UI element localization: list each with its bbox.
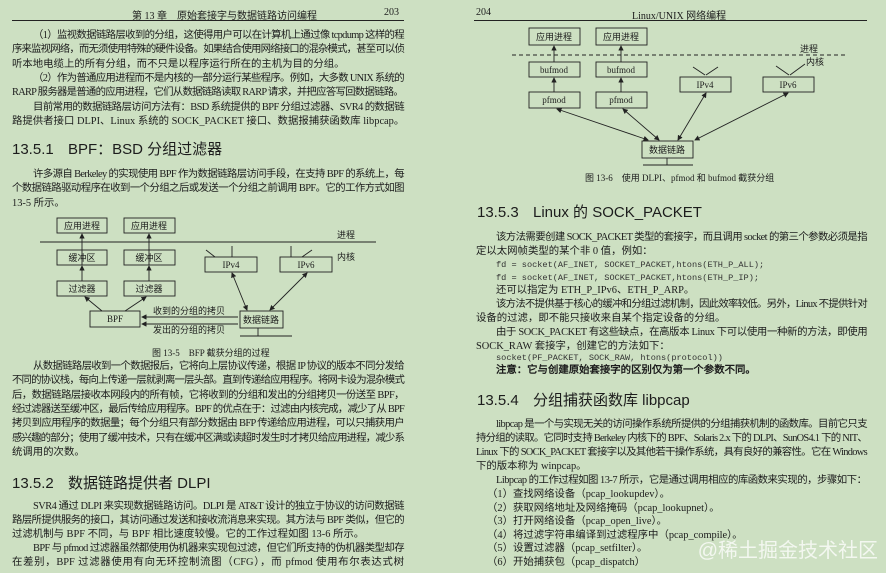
label: 数据链路 [243,314,279,325]
label: pfmod [542,95,566,105]
text-line: 定以太网帧类型的某个非 0 值，例如： [476,246,653,257]
step-item: （3）打开网络设备（pcap_open_live）。 [487,516,668,528]
text-line: 持分组的读取。它同时支持 Berkeley 内核下的 BPF、Solaris 2… [476,433,868,444]
text-line: （1）监视数据链路层收到的分组，这使得用户可以在计算机上通过像 tcpdump … [33,30,405,41]
figure-13-6: 应用进程 应用进程 进程 内核 bufmod bufmod pfmod pfmo… [512,27,848,166]
text-line: 拷贝到应用程序的数据量；每个分组只有部分数据由 BFP 传递给应用进程，可以只捕… [12,418,405,430]
text-line: BPF 与 pfmod 过滤器虽然都使用伪机器来实现包过滤，但它们所支持的伪机器… [33,543,405,554]
page-number: 204 [476,7,491,18]
right-page: 204 Linux/UNIX 网络编程 应用进程 应用进程 进程 内核 bufm… [443,0,886,573]
ipv4-box [204,256,258,273]
text-line: libpcap 是一个与实现无关的访问操作系统所提供的分组捕获机制的函数库。目前… [496,419,868,430]
label: pfmod [609,95,633,105]
text-line: （2）作为普通应用进程而不是内核的一部分运行某些程序。例如，大多数 UNIX 系… [33,72,405,84]
text-line: SVR4 通过 DLPI 来实现数据链路访问。DLPI 是 AT&T 设计的独立… [33,501,405,512]
text-line: Linux 下的 SOCK_PACKET 套接字以及其他若干操作系统，具有良好的… [476,447,868,458]
label: 进程 [800,44,818,54]
ipv6-box [279,256,333,273]
label: 收到的分组的拷贝 [153,305,225,316]
text-line: Libpcap 的工作过程如图 13-7 所示，它是通过调用相应的库函数来实现的… [496,475,867,486]
label: 应用进程 [64,220,100,231]
watermark: @稀土掘金技术社区 [697,540,878,562]
text-line: 下的版本称为 winpcap。 [476,461,587,472]
header-rule [12,20,404,21]
text-line: 目前常用的数据链路层访问方法有：BSD 系统提供的 BPF 分组过滤器、SVR4… [33,101,405,113]
label: IPv4 [696,80,714,90]
code-line: fd = socket(AF_INET, SOCKET_PACKET,htons… [496,260,765,270]
label: 内核 [337,251,355,262]
label: IPv6 [297,260,315,270]
note: 注意：它与创建原始套接字的区别仅为第一个参数不同。 [496,365,756,376]
text-line: 感兴趣的部分；使用了缓冲技术，只有在缓冲区满或读超时发生时才拷贝给应用进程，减少… [12,432,405,444]
figure-13-5: 应用进程 应用进程 进程 内核 缓冲区 缓冲区 过滤器 过滤器 IPv4 IPv… [40,217,376,337]
label: bufmod [607,65,635,75]
text-line: 许多源自 Berkeley 的实现使用 BPF 作为数据链路层访问手段，在支持 … [33,169,405,180]
step-item: （1）查找网络设备（pcap_lookupdev）。 [487,489,670,500]
figure-caption: 图 13-6 使用 DLPI、pfmod 和 bufmod 截获分组 [585,173,775,183]
text-line: 个数据链路驱动程序在收到一个分组之后或发送一个分组之前调用 BPF。它的工作方式… [12,183,405,195]
app-process-box [56,217,108,234]
step-item: （6）开始捕获包（pcap_dispatch） [487,557,646,568]
label: 进程 [337,230,355,240]
label: 发出的分组的拷贝 [153,324,225,335]
filter-box [123,280,176,297]
text-line: 统调用的次数。 [12,446,85,458]
text-line: SOCK_RAW 套接字，创建它的方法如下： [476,341,670,352]
label: IPv6 [779,80,797,90]
running-header: Linux/UNIX 网络编程 [632,11,727,22]
running-header: 第 13 章 原始套接字与数据链路访问编程 [132,11,317,22]
text-line: 还可以指定为 ETH_P_IPv6、ETH_P_ARP。 [496,285,695,296]
text-line: 13-5 所示。 [12,197,65,209]
step-item: （2）获取网络地址及网络掩码（pcap_lookupnet）。 [487,502,720,514]
step-item: （4）将过滤字符串编译到过滤程序中（pcap_compile）。 [487,529,743,541]
label: 数据链路 [649,144,685,155]
text-line: 由于 SOCK_PACKET 有这些缺点，在高版本 Linux 下可以使用一种新… [496,327,868,338]
label: 应用进程 [536,31,572,42]
datalink-box [239,310,284,329]
label: 应用进程 [131,220,167,231]
page-number: 203 [384,7,399,18]
label: bufmod [540,65,568,75]
left-page: 第 13 章 原始套接字与数据链路访问编程 203 （1）监视数据链路层收到的分… [12,7,405,568]
text-line: 路提供者接口 DLPI、Linux 系统的 SOCK_PACKET 接口、数据报… [12,115,405,127]
app-process-box [123,217,176,234]
label: 内核 [806,56,824,67]
text-line: 序来监视网络，而无须使用特殊的硬件设备。如果结合使用网络接口的混杂模式，甚至可以… [12,44,405,56]
text-line: 后，数据链路层接收本网段内的所有帧，它将收到的分组和发出的分组拷贝一份送至 BP… [12,389,405,401]
text-line: 从数据链路层收到一个数据报后，它将向上层协议传递，根据 IP 协议的版本不同分发… [33,361,405,372]
text-line: 在差别，BPF 过滤器使用有向无环控制流图（CFG），而 pfmod 使用布尔表… [12,557,404,568]
label: 缓冲区 [68,252,95,263]
label: 过滤器 [68,283,95,294]
text-line: 该方法不提供基于核心的缓冲和分组过滤机制，因此效率较低。另外，Linux 不提供… [496,299,868,310]
text-line: 设备的过滤，即不能只接收来自某个指定设备的分组。 [476,313,726,324]
header-rule [474,20,867,21]
text-line: 路层所提供服务的接口，其访问通过发送和接收流消息来实现。其方法与 BPF 类似，… [12,515,405,526]
text-line: 不同的协议栈，每向上传递一层就剥离一层头部。直到传递给应用程序。将网卡设为混杂模… [12,375,405,387]
text-line: 该方法需要创建 SOCK_PACKET 类型的套接字，而且调用 socket 的… [496,232,868,243]
text-line: RARP 服务器是普通的应用进程，它们从数据链路读取 RARP 请求，并把应答写… [12,87,404,99]
figure-caption: 图 13-5 BFP 截获分组的过程 [152,348,270,358]
label: 应用进程 [603,31,639,42]
step-item: （5）设置过滤器（pcap_setfilter）。 [487,543,648,555]
bpf-box [89,310,141,328]
label: IPv4 [222,260,240,270]
code-line: socket(PF_PACKET, SOCK_RAW, htons(protoc… [496,353,723,363]
label: BPF [107,314,123,324]
text-line: 经过滤器送至缓冲区，最后传给应用程序。BPF 的优点在于：过滤由内核完成，减少了… [12,403,405,415]
code-line: fd = socket(AF_INET, SOCKET_PACKET,htons… [496,273,760,283]
label: 过滤器 [135,283,162,294]
text-line: 过滤机制与 BPF 不同，与 BPF 相比速度较慢。它的工作过程如图 13-6 … [12,529,365,540]
buffer-box [123,249,176,266]
text-line: 听本地电缆上的所有分组，而不只是以程序运行所在的主机为目的分组。 [12,58,345,70]
label: 缓冲区 [135,252,162,263]
